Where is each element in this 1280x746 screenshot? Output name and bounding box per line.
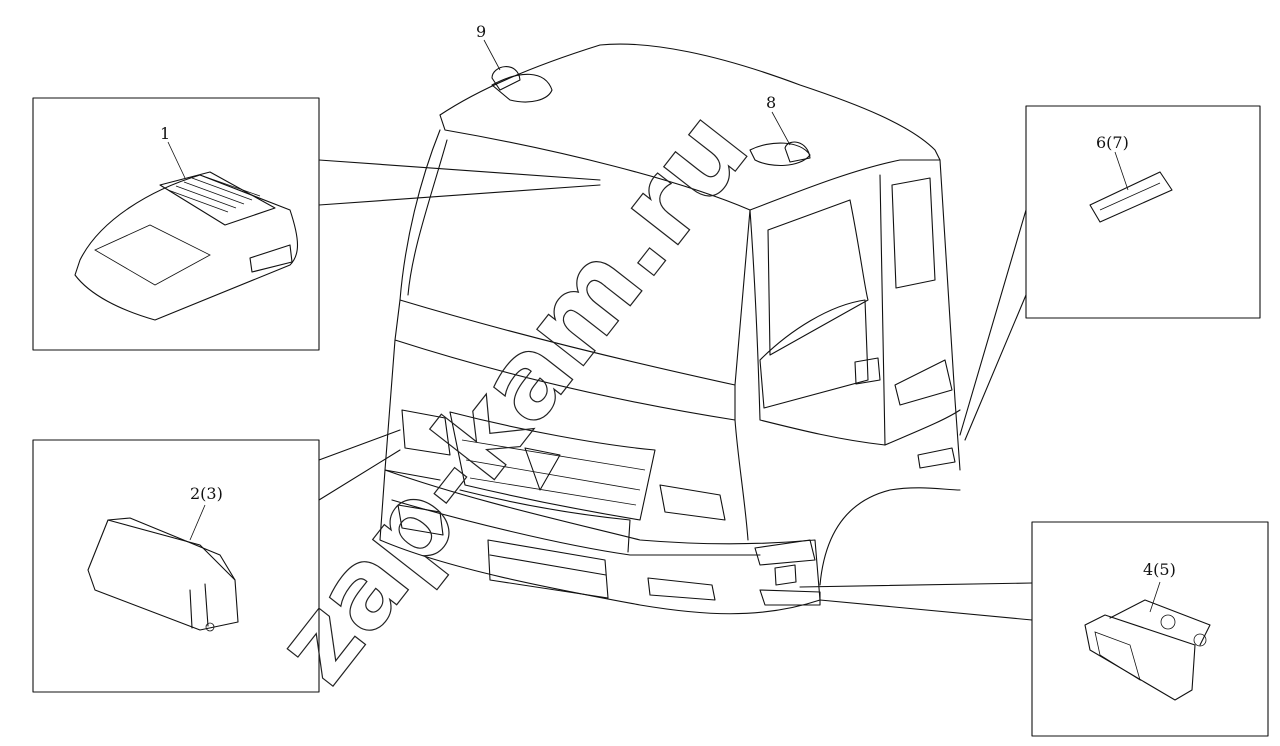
- watermark: zap-kam.ru: [252, 88, 773, 706]
- detail-box-2-3: [32, 429, 401, 693]
- truck-cab: [379, 43, 961, 615]
- detail-box-1: [32, 97, 601, 351]
- detail-box-6-7: [959, 105, 1261, 441]
- callout-2-3: 2(3): [190, 484, 223, 503]
- leader-8: [771, 111, 791, 146]
- leader-9: [483, 39, 501, 71]
- callout-1: 1: [160, 124, 170, 143]
- callout-8: 8: [766, 93, 776, 112]
- callout-4-5: 4(5): [1143, 560, 1176, 579]
- callout-9: 9: [476, 22, 486, 41]
- leader-4-5: [1149, 581, 1161, 613]
- detail-box-4-5: [799, 521, 1269, 737]
- leader-2-3: [189, 504, 206, 541]
- leader-1: [167, 141, 186, 179]
- callout-6-7: 6(7): [1096, 133, 1129, 152]
- leader-6-7: [1114, 151, 1129, 191]
